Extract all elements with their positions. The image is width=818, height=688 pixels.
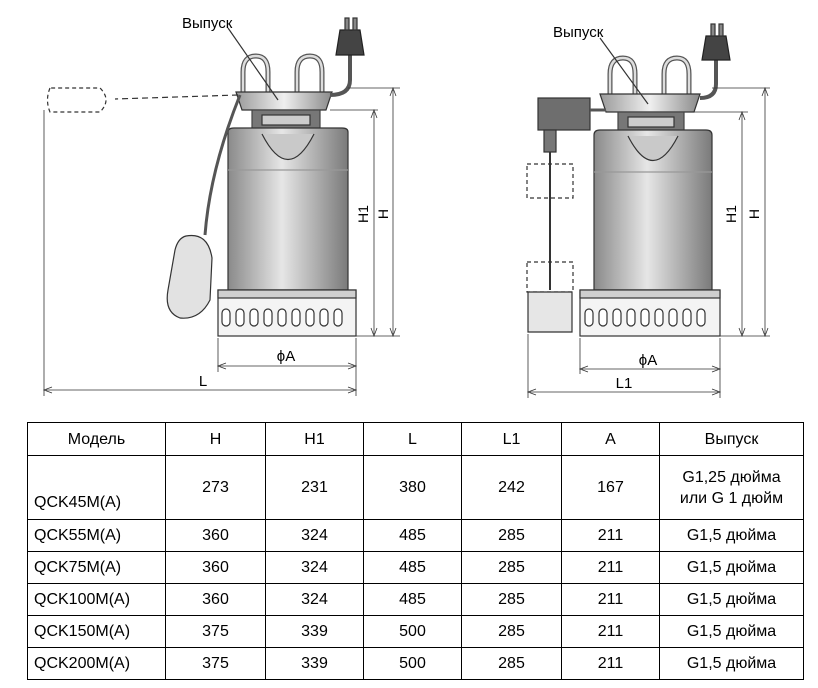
header-h1: H1: [265, 422, 364, 456]
cell-l: 485: [363, 583, 462, 616]
right-drawing-labels: Выпуск H1 H ϕA L1: [553, 24, 762, 392]
cell-h: 375: [165, 615, 266, 648]
cell-outlet: G1,25 дюйма или G 1 дюйм: [659, 455, 804, 520]
cell-a: 167: [561, 455, 660, 520]
header-h: H: [165, 422, 266, 456]
cell-model: QCK75M(A): [27, 551, 166, 584]
specifications-table: Модель H H1 L L1 A Выпуск QCK45M(A) 273 …: [27, 422, 804, 680]
table-row: QCK100M(A) 360 324 485 285 211 G1,5 дюйм…: [27, 583, 804, 616]
cell-model: QCK150M(A): [27, 615, 166, 648]
table-row: QCK200M(A) 375 339 500 285 211 G1,5 дюйм…: [27, 647, 804, 680]
left-length-label: L: [199, 373, 207, 390]
pump-dimension-drawings: Выпуск H1 H ϕA L: [42, 15, 770, 398]
left-h1-label: H1: [355, 205, 371, 223]
cell-a: 211: [561, 583, 660, 616]
table-row: QCK45M(A) 273 231 380 242 167 G1,25 дюйм…: [27, 455, 804, 520]
cell-l: 500: [363, 647, 462, 680]
cell-a: 211: [561, 519, 660, 552]
cell-h: 360: [165, 519, 266, 552]
cell-outlet-line-2: или G 1 дюйм: [679, 489, 784, 507]
cell-l: 500: [363, 615, 462, 648]
cell-outlet: G1,5 дюйма: [659, 519, 804, 552]
table-row: QCK75M(A) 360 324 485 285 211 G1,5 дюйма: [27, 551, 804, 584]
cell-a: 211: [561, 647, 660, 680]
table-header-row: Модель H H1 L L1 A Выпуск: [27, 422, 804, 456]
table-row: QCK150M(A) 375 339 500 285 211 G1,5 дюйм…: [27, 615, 804, 648]
cell-h1: 339: [265, 615, 364, 648]
cell-h1: 324: [265, 519, 364, 552]
cell-outlet: G1,5 дюйма: [659, 615, 804, 648]
header-l1: L1: [461, 422, 562, 456]
left-h-label: H: [375, 209, 391, 219]
cell-l1: 285: [461, 519, 562, 552]
header-model: Модель: [27, 422, 166, 456]
cell-model: QCK200M(A): [27, 647, 166, 680]
header-a: A: [561, 422, 660, 456]
cell-l1: 285: [461, 551, 562, 584]
cell-h: 360: [165, 583, 266, 616]
header-l: L: [363, 422, 462, 456]
right-outlet-label: Выпуск: [553, 24, 604, 41]
cell-h1: 324: [265, 551, 364, 584]
cell-h: 273: [165, 455, 266, 520]
cell-outlet: G1,5 дюйма: [659, 647, 804, 680]
left-pump-drawing: [42, 17, 400, 396]
cell-l1: 285: [461, 647, 562, 680]
cell-outlet: G1,5 дюйма: [659, 583, 804, 616]
left-drawing-labels: Выпуск H1 H ϕA L: [182, 15, 391, 390]
cell-model: QCK45M(A): [27, 455, 166, 520]
right-h1-label: H1: [723, 205, 739, 223]
table-row: QCK55M(A) 360 324 485 285 211 G1,5 дюйма: [27, 519, 804, 552]
cell-a: 211: [561, 551, 660, 584]
cell-l1: 285: [461, 615, 562, 648]
cell-h1: 231: [265, 455, 364, 520]
cell-model: QCK100M(A): [27, 583, 166, 616]
cell-h: 375: [165, 647, 266, 680]
cell-l: 380: [363, 455, 462, 520]
left-outlet-label: Выпуск: [182, 15, 233, 32]
right-pump-drawing: [526, 23, 770, 398]
right-diameter-label: ϕA: [639, 352, 657, 369]
cell-model: QCK55M(A): [27, 519, 166, 552]
cell-outlet-line-1: G1,25 дюйма: [682, 468, 781, 486]
cell-h1: 324: [265, 583, 364, 616]
cell-h1: 339: [265, 647, 364, 680]
header-outlet: Выпуск: [659, 422, 804, 456]
cell-a: 211: [561, 615, 660, 648]
cell-l1: 285: [461, 583, 562, 616]
cell-l: 485: [363, 519, 462, 552]
cell-l1: 242: [461, 455, 562, 520]
right-h-label: H: [746, 209, 762, 219]
cell-l: 485: [363, 551, 462, 584]
right-length-label: L1: [616, 375, 633, 392]
cell-outlet: G1,5 дюйма: [659, 551, 804, 584]
cell-h: 360: [165, 551, 266, 584]
left-diameter-label: ϕA: [277, 348, 295, 365]
